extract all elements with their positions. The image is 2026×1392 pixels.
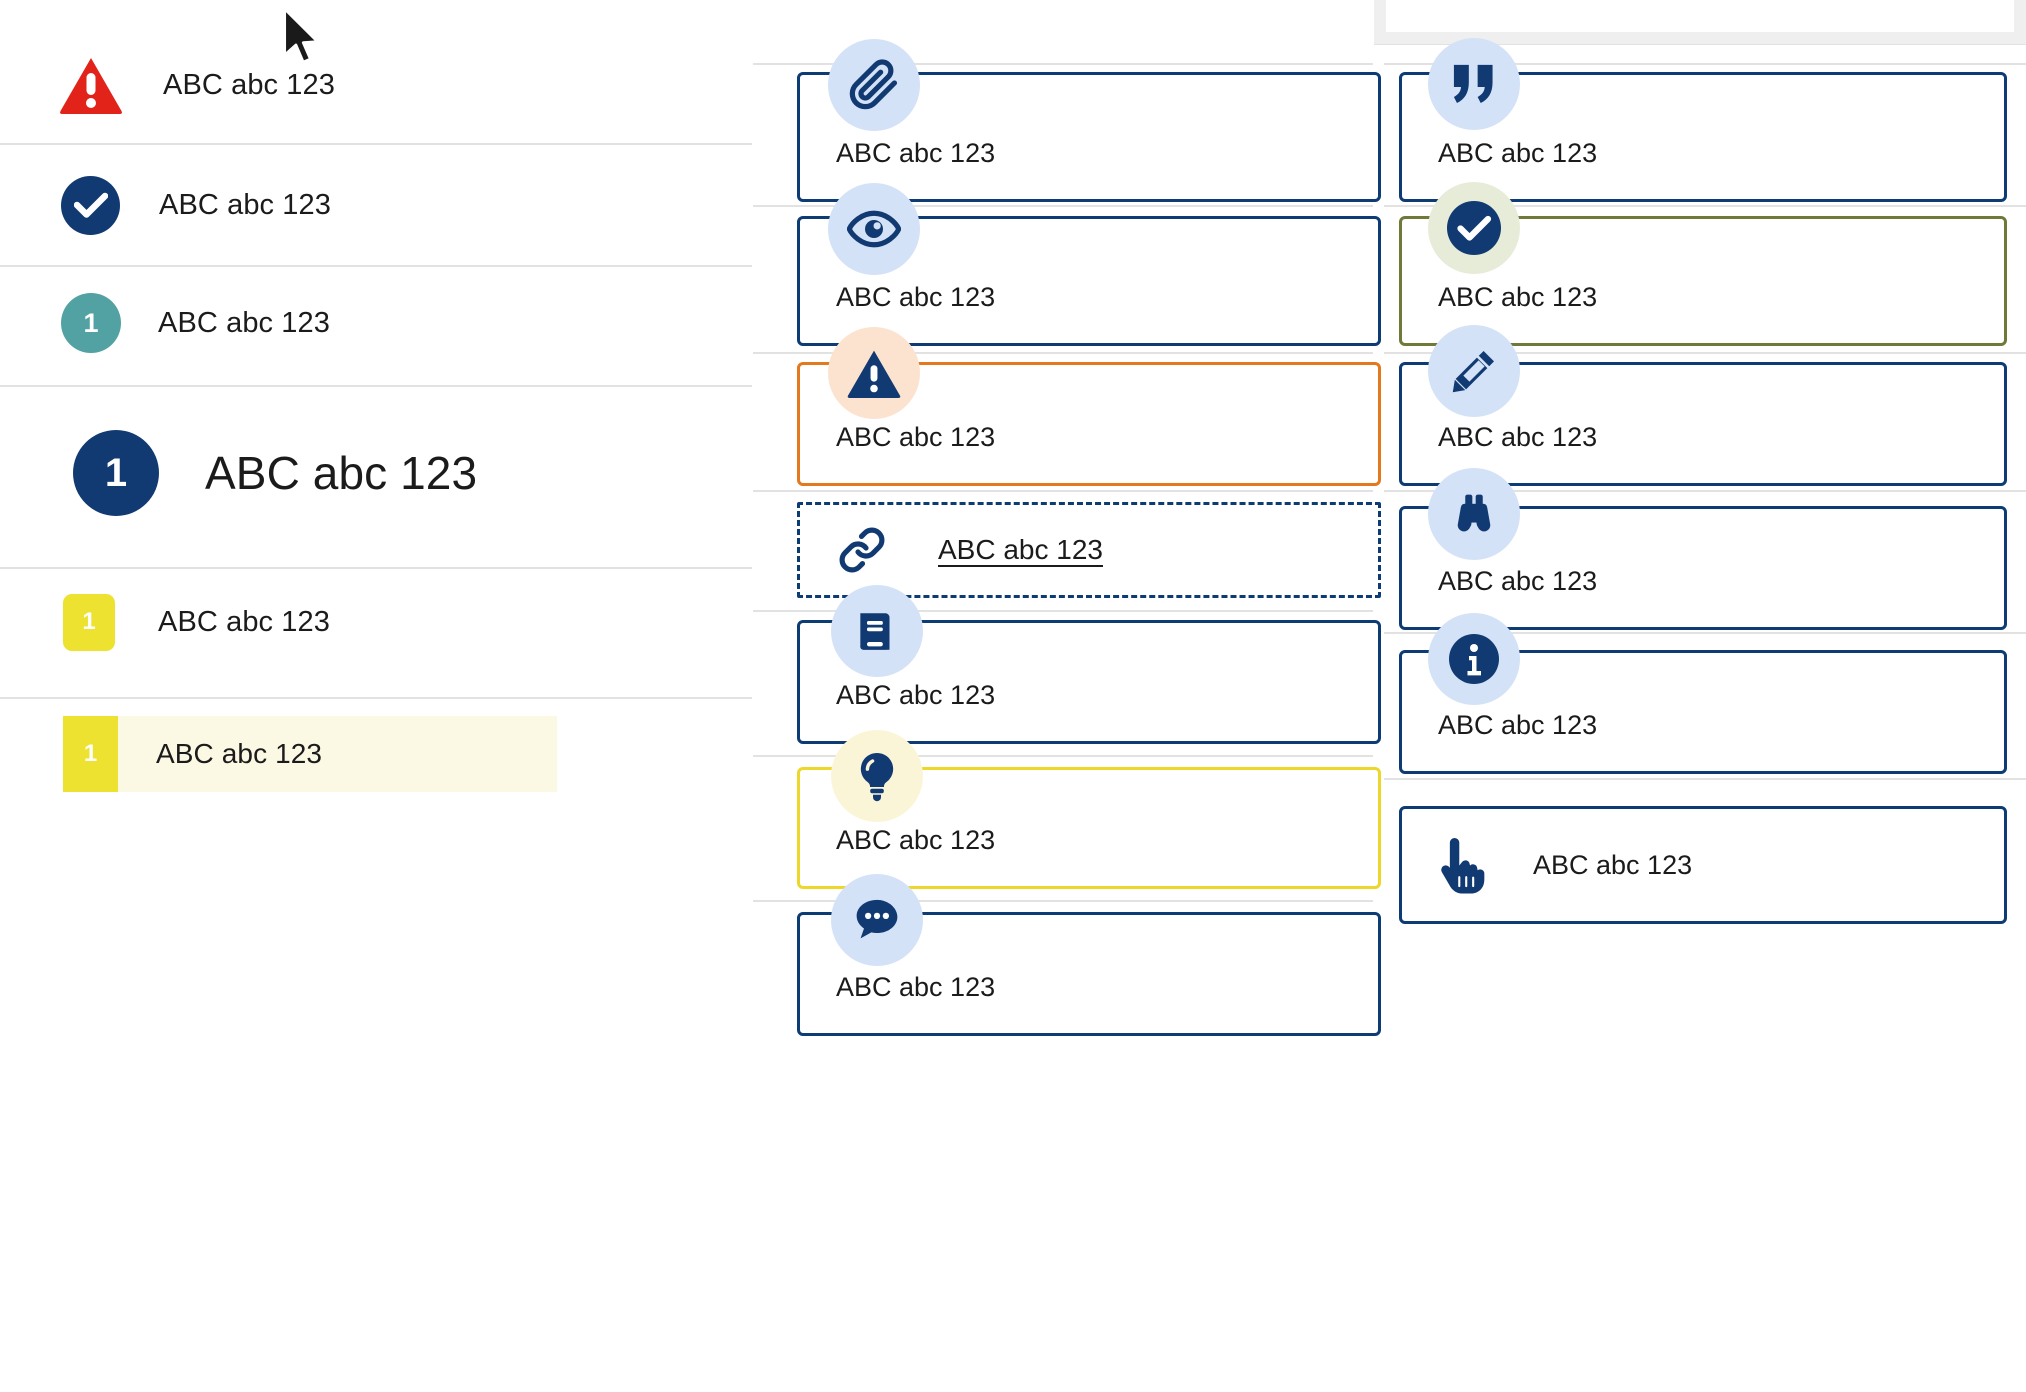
sidebar-separator bbox=[0, 265, 752, 267]
step-number-badge-large: 1 bbox=[73, 430, 159, 516]
binoculars-icon[interactable] bbox=[1428, 468, 1520, 560]
hand-pointer-icon bbox=[1435, 834, 1491, 896]
sidebar: ABC abc 123 ABC abc 123 1 ABC abc 123 1 … bbox=[0, 0, 752, 1392]
column-separator bbox=[753, 352, 1373, 354]
check-circle-icon bbox=[61, 175, 120, 235]
card-link[interactable]: ABC abc 123 bbox=[797, 502, 1381, 598]
column-separator bbox=[1384, 632, 2026, 634]
column-separator bbox=[1384, 490, 2026, 492]
warning-triangle-icon bbox=[59, 56, 123, 114]
sidebar-item-label: ABC abc 123 bbox=[159, 188, 331, 221]
card-label: ABC abc 123 bbox=[836, 680, 996, 710]
sidebar-item-teal-step[interactable]: 1 ABC abc 123 bbox=[0, 292, 752, 354]
card-label: ABC abc 123 bbox=[836, 422, 996, 452]
column-separator bbox=[753, 490, 1373, 492]
sidebar-separator bbox=[0, 567, 752, 569]
comment-icon[interactable] bbox=[831, 874, 923, 966]
column-separator bbox=[1384, 778, 2026, 780]
panel-lip-inner bbox=[1386, 0, 2014, 32]
column-separator bbox=[753, 755, 1373, 757]
card-action[interactable]: ABC abc 123 bbox=[1399, 806, 2007, 924]
sidebar-item-success[interactable]: ABC abc 123 bbox=[0, 172, 752, 238]
warning-icon[interactable] bbox=[828, 327, 920, 419]
sidebar-separator bbox=[0, 385, 752, 387]
column-separator bbox=[1384, 205, 2026, 207]
column-separator bbox=[1384, 63, 2026, 65]
badge-number: 1 bbox=[82, 608, 96, 635]
sidebar-item-note[interactable]: 1 ABC abc 123 bbox=[0, 592, 752, 652]
card-label: ABC abc 123 bbox=[1533, 849, 1693, 880]
card-label: ABC abc 123 bbox=[1438, 282, 1598, 312]
sidebar-item-label: ABC abc 123 bbox=[156, 738, 323, 769]
step-number-badge: 1 bbox=[61, 293, 121, 353]
card-label: ABC abc 123 bbox=[836, 972, 996, 1002]
eye-icon[interactable] bbox=[828, 183, 920, 275]
sidebar-item-note-active[interactable]: 1 ABC abc 123 bbox=[63, 716, 557, 792]
book-icon[interactable] bbox=[831, 585, 923, 677]
column-separator bbox=[1384, 352, 2026, 354]
sidebar-item-label: ABC abc 123 bbox=[163, 68, 335, 101]
sidebar-item-error[interactable]: ABC abc 123 bbox=[0, 52, 752, 118]
column-separator bbox=[753, 63, 1373, 65]
card-label: ABC abc 123 bbox=[836, 825, 996, 855]
note-number-bar: 1 bbox=[63, 716, 118, 792]
card-label: ABC abc 123 bbox=[1438, 138, 1598, 168]
badge-number: 1 bbox=[104, 450, 128, 495]
sidebar-item-label: ABC abc 123 bbox=[158, 306, 330, 339]
column-separator bbox=[753, 205, 1373, 207]
pencil-icon[interactable] bbox=[1428, 325, 1520, 417]
note-number-badge: 1 bbox=[63, 593, 115, 651]
card-label: ABC abc 123 bbox=[836, 282, 996, 312]
column-separator bbox=[753, 900, 1373, 902]
sidebar-separator bbox=[0, 697, 752, 699]
card-label: ABC abc 123 bbox=[1438, 566, 1598, 596]
check-circle-icon[interactable] bbox=[1428, 182, 1520, 274]
sidebar-item-label-large: ABC abc 123 bbox=[205, 447, 478, 499]
card-label: ABC abc 123 bbox=[1438, 422, 1598, 452]
sidebar-item-label: ABC abc 123 bbox=[158, 605, 330, 638]
card-label: ABC abc 123 bbox=[836, 138, 996, 168]
paperclip-icon[interactable] bbox=[828, 39, 920, 131]
info-circle-icon[interactable] bbox=[1428, 613, 1520, 705]
card-link-label[interactable]: ABC abc 123 bbox=[938, 534, 1103, 565]
sidebar-item-large-step[interactable]: 1 ABC abc 123 bbox=[0, 430, 752, 516]
quote-icon[interactable] bbox=[1428, 38, 1520, 130]
badge-number: 1 bbox=[83, 740, 98, 767]
sidebar-separator bbox=[0, 143, 752, 145]
link-icon bbox=[838, 526, 886, 574]
lightbulb-icon[interactable] bbox=[831, 730, 923, 822]
card-label: ABC abc 123 bbox=[1438, 710, 1598, 740]
card-visibility[interactable]: ABC abc 123 bbox=[797, 216, 1381, 346]
card-edit[interactable]: ABC abc 123 bbox=[1399, 362, 2007, 486]
badge-number: 1 bbox=[83, 307, 99, 338]
column-separator bbox=[753, 610, 1373, 612]
